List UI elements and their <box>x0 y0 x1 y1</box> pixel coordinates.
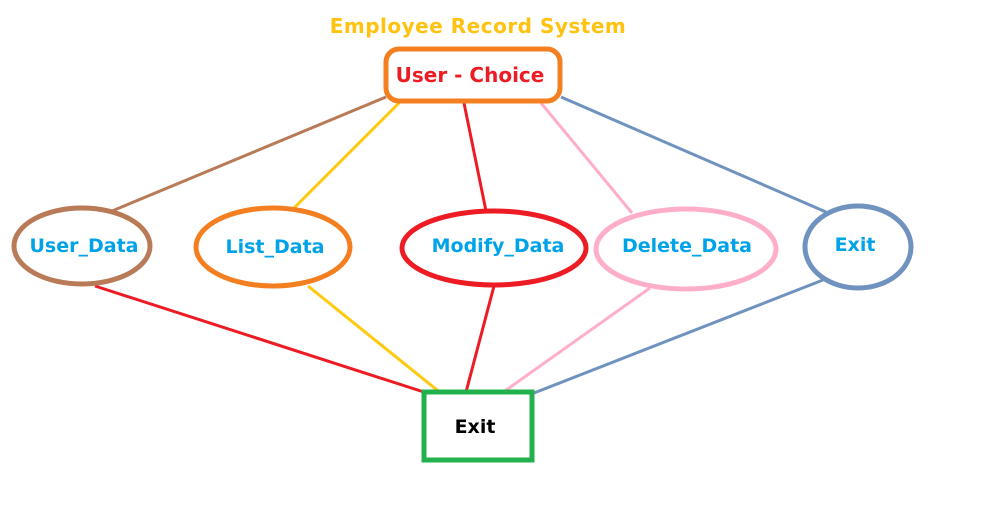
list-data-ellipse <box>193 205 353 289</box>
final-exit-label: Exit <box>455 416 496 438</box>
final-exit-box <box>421 389 535 463</box>
diagram-title: Employee Record System <box>330 14 627 38</box>
modify-data-ellipse <box>399 208 589 288</box>
node-final-exit[interactable]: Exit <box>421 389 535 463</box>
exit-label: Exit <box>835 234 876 256</box>
user-choice-box <box>383 46 563 104</box>
bottom-connectors <box>94 278 824 396</box>
connector-root-user-data <box>111 95 387 213</box>
list-data-label: List_Data <box>225 236 324 258</box>
connector-root-modify-data <box>462 102 488 212</box>
node-delete-data[interactable]: Delete_Data <box>593 206 779 292</box>
node-user-choice[interactable]: User - Choice <box>383 46 563 104</box>
user-data-label: User_Data <box>30 235 139 257</box>
modify-data-label: Modify_Data <box>432 235 565 257</box>
connector-delete-data-final-exit <box>501 286 651 395</box>
connector-user-data-final-exit <box>94 284 431 396</box>
user-choice-label: User - Choice <box>396 63 545 87</box>
connector-root-delete-data <box>539 102 634 214</box>
top-connectors <box>111 95 827 214</box>
node-modify-data[interactable]: Modify_Data <box>399 208 589 288</box>
node-exit[interactable]: Exit <box>802 203 914 291</box>
node-user-data[interactable]: User_Data <box>11 205 153 287</box>
exit-ellipse <box>802 203 914 291</box>
connector-root-list-data <box>288 100 402 214</box>
connector-list-data-final-exit <box>307 284 443 396</box>
delete-data-label: Delete_Data <box>622 235 752 257</box>
delete-data-ellipse <box>593 206 779 292</box>
node-list-data[interactable]: List_Data <box>193 205 353 289</box>
connector-root-exit <box>560 95 827 214</box>
user-data-ellipse <box>11 205 153 287</box>
connector-modify-data-final-exit <box>464 285 496 393</box>
connector-exit-final-exit <box>533 278 824 395</box>
